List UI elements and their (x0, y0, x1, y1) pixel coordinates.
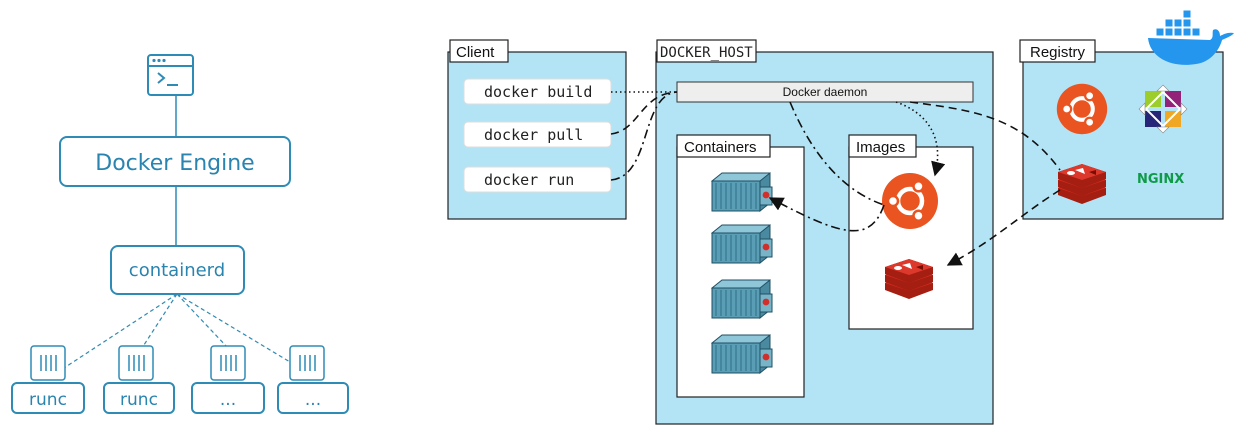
runtime-icon (210, 345, 246, 381)
daemon-to-run-line (789, 101, 885, 206)
runtime-icon (118, 345, 154, 381)
runtime-label: ... (305, 390, 321, 410)
client-panel: Client docker build docker pull docker r… (447, 39, 627, 220)
client-title: Client (456, 44, 495, 61)
runtime-icon (289, 345, 325, 381)
engine-stack: Docker Engine containerd runc runc ... .… (11, 54, 349, 414)
container-icon (711, 224, 773, 264)
images-title: Images (856, 139, 905, 156)
cmd-docker-pull: docker pull (484, 126, 583, 144)
registry-panel: Registry (1019, 9, 1234, 220)
docker-whale-icon (1148, 9, 1234, 65)
cmd-box (463, 121, 612, 148)
ubuntu-registry-icon (1057, 84, 1107, 134)
containerd-label: containerd (129, 260, 225, 281)
runtime-label: runc (120, 390, 158, 410)
runtime-links (63, 293, 301, 369)
run-line (610, 91, 678, 181)
runtime-box (277, 382, 349, 414)
flow-lines (610, 91, 1061, 266)
registry-to-redis-line (946, 189, 1061, 266)
runtime-icon (30, 345, 66, 381)
cmd-docker-build: docker build (484, 83, 592, 101)
registry-title: Registry (1030, 44, 1086, 61)
daemon-to-image-line (895, 101, 946, 177)
ubuntu-image-icon (882, 173, 938, 229)
runtime-label: ... (220, 390, 236, 410)
runtime-label: runc (29, 390, 67, 410)
runtime-box (103, 382, 175, 414)
container-icon (711, 172, 773, 212)
nginx-logo-text: NGINX (1137, 172, 1184, 187)
centos-icon (1138, 84, 1188, 134)
container-icon (711, 279, 773, 319)
docker-host-title: DOCKER_HOST (660, 45, 753, 61)
docker-engine-box (59, 136, 291, 187)
containers-title: Containers (684, 139, 757, 156)
docker-host-panel: DOCKER_HOST Docker daemon Containers Ima… (655, 39, 994, 425)
runtime-box (191, 382, 265, 414)
container-icon (711, 334, 773, 374)
pull-line (610, 91, 678, 135)
docker-engine-label: Docker Engine (95, 151, 254, 176)
terminal-icon (147, 54, 194, 96)
runtime-box (11, 382, 85, 414)
image-to-container-line (768, 197, 885, 232)
cmd-docker-run: docker run (484, 171, 574, 189)
daemon-to-registry-line (909, 101, 1061, 171)
docker-daemon-label: Docker daemon (783, 85, 868, 99)
